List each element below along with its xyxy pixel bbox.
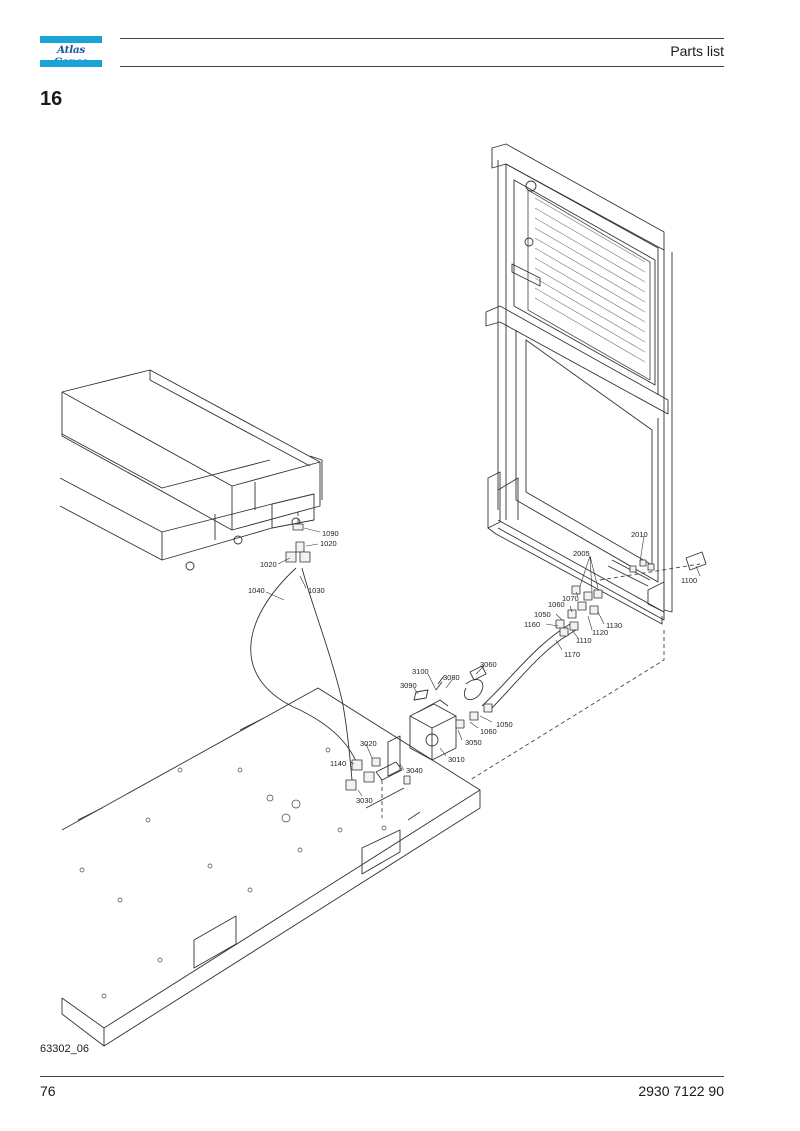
logo-top-band xyxy=(40,36,102,43)
callout-3100: 3100 xyxy=(412,667,429,676)
logo-bottom-band xyxy=(40,60,102,67)
callout-1160: 1160 xyxy=(524,620,540,629)
callout-3050: 3050 xyxy=(465,738,482,747)
callout-1120: 1120 xyxy=(592,628,608,637)
callout-1030: 1030 xyxy=(308,586,325,595)
callout-3010: 3010 xyxy=(448,755,465,764)
callout-1130: 1130 xyxy=(606,621,622,630)
figure-reference: 63302_06 xyxy=(40,1043,89,1055)
hose-1040 xyxy=(250,567,361,771)
callout-1020: 1020 xyxy=(260,560,277,569)
callout-1110: 1110 xyxy=(576,636,592,645)
callout-1090: 1090 xyxy=(322,529,339,538)
callout-1170: 1170 xyxy=(564,650,580,659)
atlas-copco-logo: Atlas Copco xyxy=(40,36,102,68)
frame-panel xyxy=(491,143,665,251)
callout-2005: 2005 xyxy=(573,549,590,558)
callout-3020: 3020 xyxy=(360,739,377,748)
document-number: 2930 7122 90 xyxy=(638,1083,724,1099)
callout-1040: 1040 xyxy=(248,586,265,595)
callout-1020: 1020 xyxy=(320,539,337,548)
hose-1170b xyxy=(481,623,571,707)
callout-1050: 1050 xyxy=(534,610,551,619)
page-title: Parts list xyxy=(670,43,724,59)
base-frame xyxy=(61,687,481,1029)
callout-1100: 1100 xyxy=(681,576,697,585)
callout-1140: 1140 xyxy=(330,759,346,768)
callout-2010: 2010 xyxy=(631,530,648,539)
callout-3060: 3060 xyxy=(480,660,497,669)
frame-grille xyxy=(527,189,651,381)
callout-1060: 1060 xyxy=(480,727,497,736)
header-rule-top xyxy=(120,38,724,39)
section-number: 16 xyxy=(40,88,63,110)
callout-labels: 2010 2005 1100 1070 1060 1050 1130 1120 … xyxy=(248,529,697,805)
header-rule-bottom xyxy=(120,66,724,67)
callout-3040: 3040 xyxy=(406,766,423,775)
callout-1050: 1050 xyxy=(496,720,513,729)
callout-3030: 3030 xyxy=(356,796,373,805)
callout-3090: 3090 xyxy=(400,681,417,690)
callout-1060: 1060 xyxy=(548,600,565,609)
hose-1170 xyxy=(487,629,577,713)
cooler-unit xyxy=(61,369,321,487)
callout-3080: 3080 xyxy=(443,673,460,682)
label-plate-1100 xyxy=(685,551,707,571)
callout-1070: 1070 xyxy=(562,594,579,603)
page-number: 76 xyxy=(40,1083,56,1099)
filter-assembly xyxy=(409,703,457,761)
footer-rule xyxy=(40,1076,724,1077)
hose-1030 xyxy=(301,567,353,781)
